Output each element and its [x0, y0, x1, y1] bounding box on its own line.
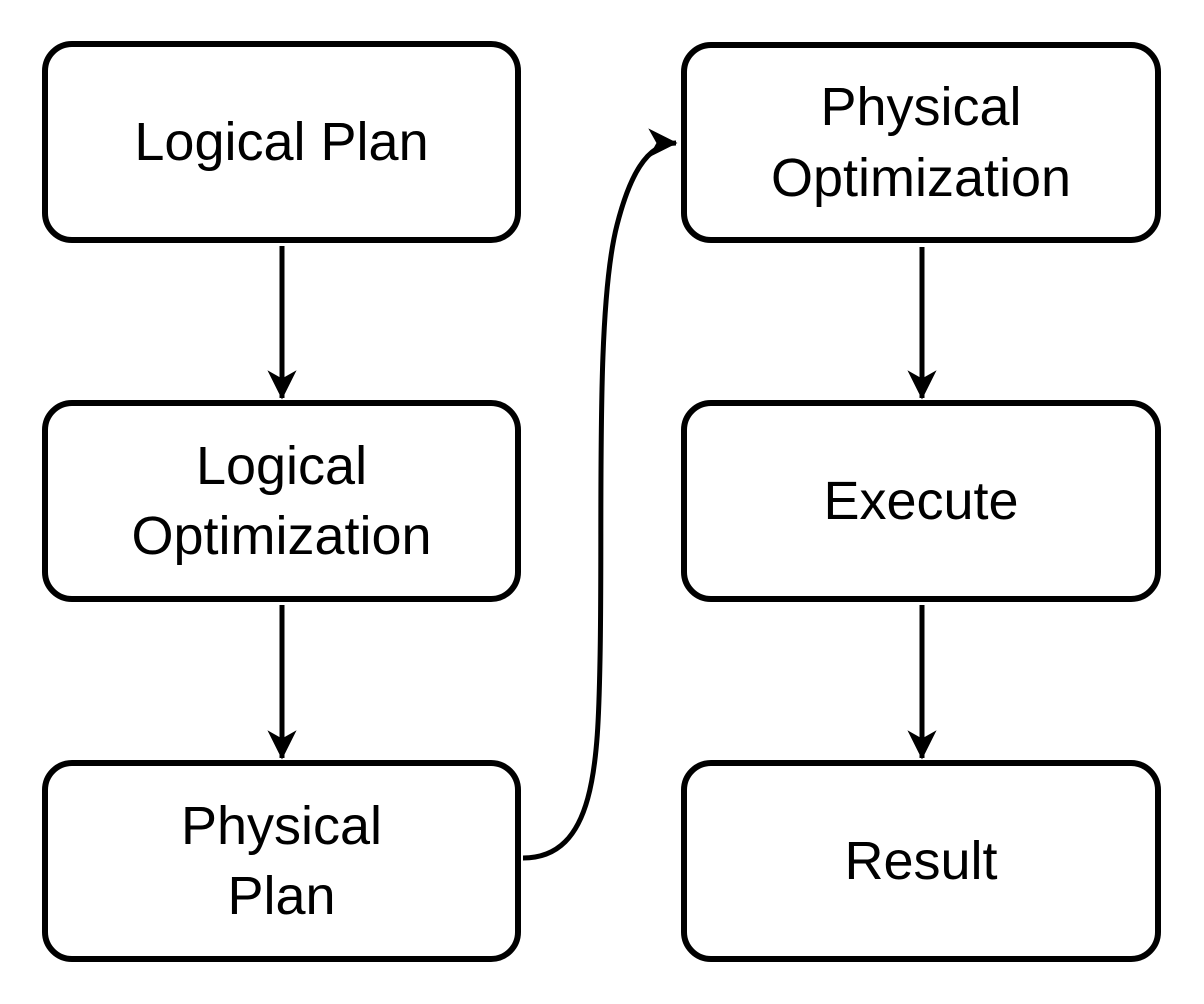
node-logical-plan: Logical Plan: [42, 41, 521, 243]
node-execute: Execute: [681, 400, 1161, 602]
node-physical-plan-label: Physical Plan: [180, 795, 383, 926]
node-physical-optimization: Physical Optimization: [681, 42, 1161, 243]
node-logical-plan-label: Logical Plan: [134, 111, 429, 172]
node-logical-optimization: Logical Optimization: [42, 400, 521, 602]
node-result-label: Result: [844, 830, 998, 891]
node-execute-label: Execute: [823, 470, 1019, 531]
node-logical-optimization-label: Logical Optimization: [131, 435, 432, 566]
node-physical-optimization-label: Physical Optimization: [770, 77, 1072, 208]
node-physical-plan: Physical Plan: [42, 760, 521, 962]
node-result: Result: [681, 760, 1161, 962]
edge-physical-plan-to-physical-optimization: [522, 128, 678, 861]
